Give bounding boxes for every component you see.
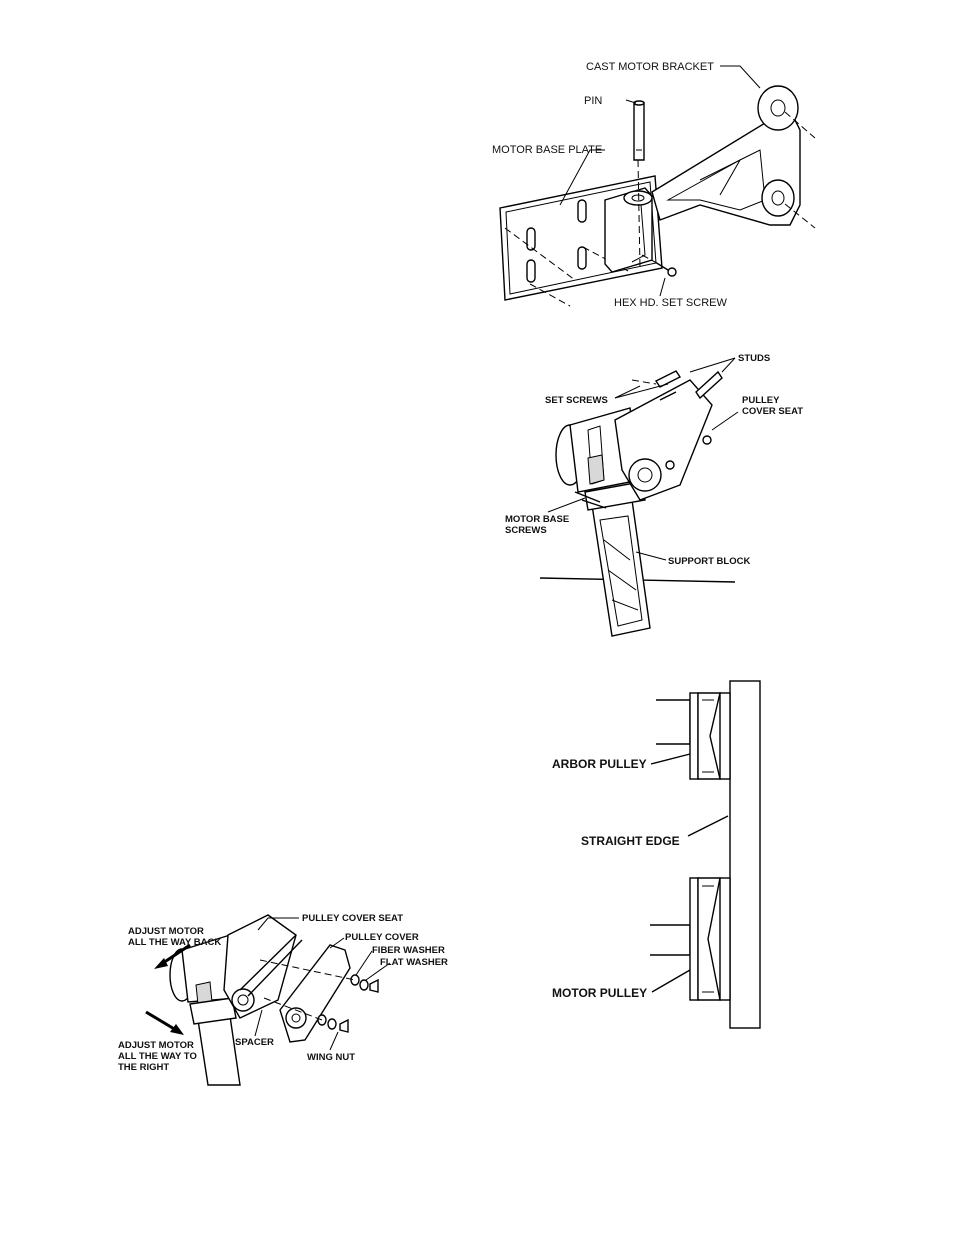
leader-wing-nut [329,1031,339,1051]
hinge-block-drawing [604,159,653,273]
label-motor-base: MOTOR BASE [505,514,569,525]
pulley-cover-seat-2-drawing [223,914,303,1019]
arrow-adjust-back [154,943,191,969]
leader-hex-set-screw [659,277,666,297]
label-cast-motor-bracket: CAST MOTOR BRACKET [586,61,714,73]
leader-flat-washer [365,962,391,981]
leader-pulley-cover-seat [711,411,739,431]
leader-motor-pulley [651,969,691,993]
label-pulley-cover-2: PULLEY COVER [345,932,419,943]
label-pin: PIN [584,95,602,107]
label-adjust-right-3: THE RIGHT [118,1062,169,1073]
figure-motor-assembly: STUDS SET SCREWS PULLEY COVER SEAT MOTOR… [505,353,803,637]
leader-arbor-pulley [650,753,691,765]
label-motor-base-plate: MOTOR BASE PLATE [492,144,602,156]
leader-set-screws-2 [614,383,669,399]
label-adjust-right-1: ADJUST MOTOR [118,1040,194,1051]
label-straight-edge: STRAIGHT EDGE [581,834,680,848]
leader-support-block [635,551,667,561]
leader-studs-2 [721,357,736,373]
label-spacer: SPACER [235,1037,274,1048]
studs-drawing [631,370,723,470]
cast-motor-bracket-drawing [651,85,816,229]
label-studs: STUDS [738,353,770,364]
pulley-cover-seat-drawing [614,379,713,501]
support-block-drawing [591,499,651,637]
label-flat-washer: FLAT WASHER [380,957,448,968]
motor-pulley-drawing [650,877,731,1001]
label-adjust-back-2: ALL THE WAY BACK [128,937,221,948]
label-adjust-right-2: ALL THE WAY TO [118,1051,197,1062]
leader-studs-1 [689,357,736,373]
leader-set-screws-1 [614,385,641,399]
leader-spacer [254,1009,263,1037]
washers-wingnuts-drawing [259,959,379,1033]
label-pulley: PULLEY [742,395,780,406]
pin-drawing [633,100,645,161]
pulley-cover-2-drawing [279,944,351,1043]
leader-cast-motor-bracket [720,65,761,89]
figure-pulley-alignment: ARBOR PULLEY STRAIGHT EDGE MOTOR PULLEY [552,680,761,1029]
figure-motor-bracket: CAST MOTOR BRACKET PIN MOTOR BASE PLATE … [492,61,816,309]
leader-motor-base-plate [559,149,605,206]
label-hex-hd-set-screw: HEX HD. SET SCREW [614,297,727,309]
label-wing-nut: WING NUT [307,1052,355,1063]
arbor-pulley-drawing [656,692,731,780]
hex-set-screw-drawing [641,254,677,277]
leader-pulley-cover-2 [329,937,345,949]
straight-edge-drawing [729,680,761,1029]
leader-pulley-cover-seat-2 [257,917,299,931]
leader-straight-edge [687,815,729,837]
label-set-screws: SET SCREWS [545,395,608,406]
label-cover-seat: COVER SEAT [742,406,803,417]
label-fiber-washer: FIBER WASHER [372,945,445,956]
label-screws: SCREWS [505,525,547,536]
label-pulley-cover-seat-2: PULLEY COVER SEAT [302,913,403,924]
label-motor-pulley: MOTOR PULLEY [552,986,647,1000]
leader-pin [625,99,637,104]
label-support-block: SUPPORT BLOCK [668,556,750,567]
label-adjust-back-1: ADJUST MOTOR [128,926,204,937]
leader-fiber-washer [355,950,373,976]
leader-motor-base-screws [547,497,586,513]
base-screws-drawing [574,491,607,509]
label-arbor-pulley: ARBOR PULLEY [552,757,647,771]
arrow-adjust-right [145,1010,184,1035]
figure-pulley-cover: ADJUST MOTOR ALL THE WAY BACK PULLEY COV… [118,913,448,1086]
support-block-2-drawing [197,1015,241,1086]
